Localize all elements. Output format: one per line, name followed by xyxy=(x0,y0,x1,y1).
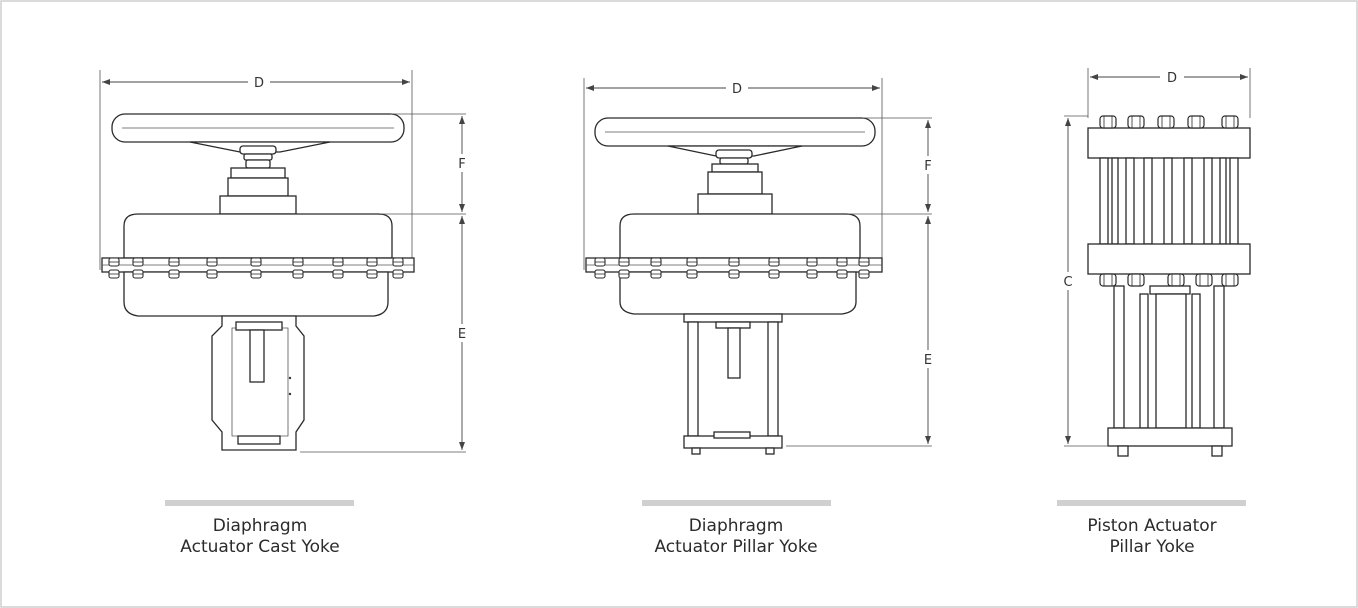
diaphragm-pillar-yoke-drawing: D F E xyxy=(583,78,932,455)
caption-line-1: Piston Actuator xyxy=(1087,516,1217,536)
dim-label-d: D xyxy=(254,76,264,91)
caption-cast-yoke: Diaphragm Actuator Cast Yoke xyxy=(140,516,380,558)
dim-label-f: F xyxy=(458,157,465,172)
caption-pillar-yoke: Diaphragm Actuator Pillar Yoke xyxy=(616,516,856,558)
diaphragm-cast-yoke-drawing: D xyxy=(99,70,466,453)
caption-bar-pillar-yoke xyxy=(642,500,831,506)
dim-label-c: C xyxy=(1063,275,1072,290)
caption-piston-pillar: Piston Actuator Pillar Yoke xyxy=(1032,516,1272,558)
caption-line-1: Diaphragm xyxy=(688,516,784,536)
dim-label-d: D xyxy=(732,82,742,97)
caption-line-1: Diaphragm xyxy=(212,516,308,536)
caption-line-2: Actuator Pillar Yoke xyxy=(654,537,818,557)
piston-pillar-yoke-drawing: D C xyxy=(1063,68,1251,457)
dim-label-e: E xyxy=(924,353,932,368)
caption-line-2: Actuator Cast Yoke xyxy=(180,537,340,557)
dim-label-f: F xyxy=(924,159,931,174)
caption-line-2: Pillar Yoke xyxy=(1109,537,1195,557)
caption-bar-cast-yoke xyxy=(165,500,354,506)
dim-label-e: E xyxy=(458,327,466,342)
caption-bar-piston xyxy=(1057,500,1246,506)
dim-label-d: D xyxy=(1167,71,1177,86)
